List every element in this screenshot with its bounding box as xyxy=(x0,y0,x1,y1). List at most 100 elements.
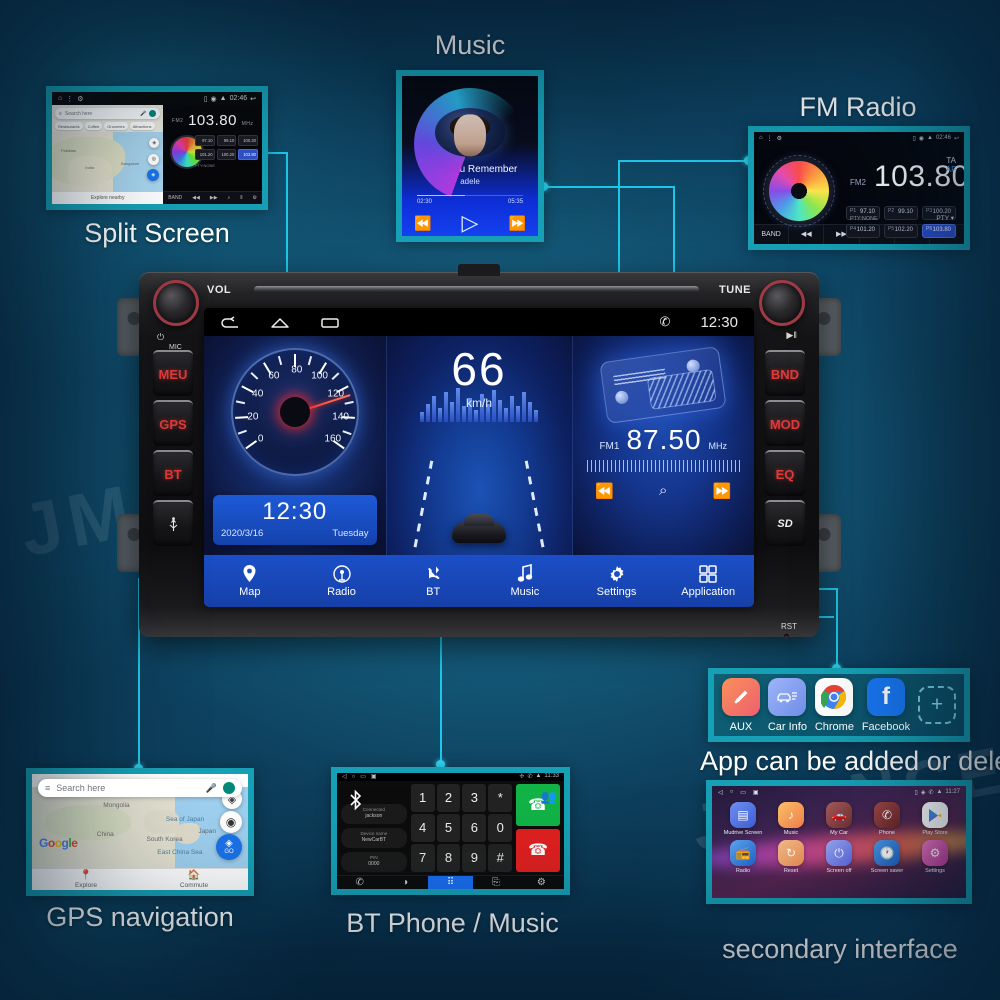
sd-card-icon[interactable]: SD xyxy=(765,500,805,546)
gps-map-canvas[interactable]: Mongolia China Sea of Japan Japan South … xyxy=(32,787,248,868)
split-preset[interactable]: 100.20 xyxy=(238,135,258,146)
go-button[interactable]: ◈ GO xyxy=(216,833,242,860)
dialpad-key[interactable]: * xyxy=(488,783,513,812)
dialpad-key[interactable]: 6 xyxy=(462,813,487,842)
panel-fm-radio[interactable]: ⌂ ⋮ ⚙ ▯ ◉ ▲ 02:46 ↩ FM2 103.80 MHz TA AF xyxy=(748,126,970,250)
dock-item-application[interactable]: Application xyxy=(662,564,754,598)
tab-settings[interactable]: ⚙ xyxy=(536,876,546,888)
split-preset[interactable]: 97.10 xyxy=(194,135,215,146)
secondary-app-settings[interactable]: ⚙ Settings xyxy=(912,840,958,874)
my-location-icon[interactable]: ◉ xyxy=(220,811,242,834)
dialpad-key[interactable]: 9 xyxy=(462,843,487,872)
dialpad-key[interactable]: 4 xyxy=(410,813,435,842)
head-unit[interactable]: VOL TUNE ⏻ MIC ▶‖ RST MEU GPS BT BND MOD… xyxy=(117,264,841,639)
app-item-aux[interactable]: AUX xyxy=(721,677,760,733)
split-toolbar-band[interactable]: BAND xyxy=(168,195,183,201)
dock-item-bt[interactable]: BT xyxy=(387,565,479,598)
avatar[interactable] xyxy=(149,110,157,117)
go-button[interactable]: ◈ xyxy=(147,169,160,182)
add-app-button[interactable]: + xyxy=(918,686,957,724)
tab-explore[interactable]: 📍 Explore xyxy=(32,869,140,890)
tab-recent-calls[interactable]: ✆ xyxy=(355,876,364,888)
hangup-button[interactable]: ☎ xyxy=(516,829,560,872)
previous-icon[interactable]: ⏪ xyxy=(595,483,614,500)
dialpad-key[interactable]: # xyxy=(488,843,513,872)
reset-pin[interactable] xyxy=(784,634,789,639)
button-bnd[interactable]: BND xyxy=(765,350,805,396)
music-progress-bar[interactable] xyxy=(416,194,524,196)
split-preset-active[interactable]: 103.80 xyxy=(238,149,258,160)
panel-bt-phone[interactable]: ◁ ○ ▭ ▣ ✢ ✆ ▲ 11:33 👥 Connected xyxy=(331,767,570,895)
back-icon[interactable] xyxy=(220,315,240,329)
tab-dialpad[interactable]: ⠿ xyxy=(427,875,474,889)
split-preset[interactable]: 99.10 xyxy=(216,135,237,146)
layers-icon[interactable]: ◈ xyxy=(149,138,160,148)
right-button-column[interactable]: BND MOD EQ SD xyxy=(765,350,805,546)
secondary-app-playstore[interactable]: Play Store xyxy=(912,802,958,836)
bt-bottom-tabs[interactable]: ✆ ◑ ⠿ ⎘ ⚙ xyxy=(337,874,564,889)
tab-contacts[interactable]: ◑ xyxy=(402,876,409,888)
dialpad-key[interactable]: 2 xyxy=(436,783,461,812)
secondary-app-screensaver[interactable]: 🕐 Screen saver xyxy=(864,840,910,874)
drive-widget[interactable]: 66 km/h xyxy=(385,336,573,555)
secondary-app-music[interactable]: ♪ Music xyxy=(768,802,814,836)
next-icon[interactable]: ⏩ xyxy=(508,214,526,231)
fm-band-button[interactable]: BAND xyxy=(754,224,790,244)
split-chip[interactable]: Restaurants xyxy=(55,122,83,130)
split-preset[interactable]: 100.20 xyxy=(216,149,237,160)
button-mod[interactable]: MOD xyxy=(765,400,805,446)
split-chip[interactable]: Coffee xyxy=(84,122,103,130)
tab-commute[interactable]: 🏠 Commute xyxy=(140,869,248,890)
call-button[interactable]: ☎ xyxy=(516,783,560,827)
button-eq[interactable]: EQ xyxy=(765,450,805,496)
secondary-app-reset[interactable]: ↻ Reset xyxy=(768,840,814,874)
secondary-app-mycar[interactable]: 🚗 My Car xyxy=(816,802,862,836)
next-icon[interactable]: ▶▶ xyxy=(209,195,218,201)
gps-bottom-tabs[interactable]: 📍 Explore 🏠 Commute xyxy=(32,868,248,890)
mic-icon[interactable]: 🎤 xyxy=(205,782,217,793)
mic-icon[interactable]: 🎤 xyxy=(140,110,147,117)
power-mute-icon[interactable]: ⏻ xyxy=(157,332,165,342)
panel-split-screen[interactable]: ⌂ ⋮ ⚙ ▯ ◉ ▲ 02:46 ↩ ≡ Search here 🎤 xyxy=(46,86,268,210)
split-map-footer[interactable]: Explore nearby xyxy=(52,192,164,204)
dialpad-key[interactable]: 1 xyxy=(410,783,435,812)
secondary-app-radio[interactable]: 📻 Radio xyxy=(720,840,766,874)
home-icon[interactable] xyxy=(270,316,290,329)
prev-icon[interactable]: ◀◀ xyxy=(192,195,200,201)
prev-icon[interactable]: ◀◀ xyxy=(789,224,825,244)
next-icon[interactable]: ⏩ xyxy=(712,483,732,500)
fm-color-dial[interactable] xyxy=(763,155,835,227)
split-chip[interactable]: Attractions xyxy=(129,122,155,130)
app-item-car-info[interactable]: Car Info xyxy=(768,677,807,733)
fm-pty-select[interactable]: PTY ▾ xyxy=(936,215,954,222)
gps-search-bar[interactable]: ≡ Search here 🎤 xyxy=(38,779,242,797)
radio-widget[interactable]: FM1 87.50 MHz ⏪ ⌕ ⏩ xyxy=(572,336,754,555)
dialpad-key[interactable]: 3 xyxy=(462,783,487,812)
dock-item-settings[interactable]: Settings xyxy=(571,565,663,598)
my-location-icon[interactable]: ◎ xyxy=(148,153,160,165)
bt-dialpad[interactable]: 1 2 3 * 4 5 6 0 7 8 9 # xyxy=(410,783,513,872)
split-map-half[interactable]: ≡ Search here 🎤 Restaurants Coffee Groce… xyxy=(52,105,164,204)
button-gps[interactable]: GPS xyxy=(153,400,193,446)
panel-apps[interactable]: AUX Car Info Chrome xyxy=(708,668,970,742)
dialpad-key[interactable]: 5 xyxy=(436,813,461,842)
panel-secondary-interface[interactable]: ◁ ○ ▭ ▣ ▯ ◈ ✆ ▲ 11:27 ▤ Mudrive Screen xyxy=(706,780,972,904)
dialpad-key[interactable]: 0 xyxy=(488,813,513,842)
app-item-add[interactable]: + xyxy=(918,686,957,724)
split-radio-half[interactable]: FM2 103.80 MHz 97.10 99.10 100.20 101.20… xyxy=(163,105,262,204)
tab-transfer[interactable]: ⎘ xyxy=(491,876,500,888)
previous-icon[interactable]: ⏪ xyxy=(414,214,432,231)
gear-icon[interactable]: ⚙ xyxy=(252,195,257,201)
clock-widget[interactable]: 12:30 2020/3/16 Tuesday xyxy=(213,495,377,545)
app-item-facebook[interactable]: f Facebook xyxy=(862,677,910,733)
split-preset[interactable]: 101.20 xyxy=(194,149,215,160)
avatar[interactable] xyxy=(223,782,235,794)
secondary-app-phone[interactable]: ✆ Phone xyxy=(864,802,910,836)
fm-ta-label[interactable]: TA xyxy=(946,156,956,165)
